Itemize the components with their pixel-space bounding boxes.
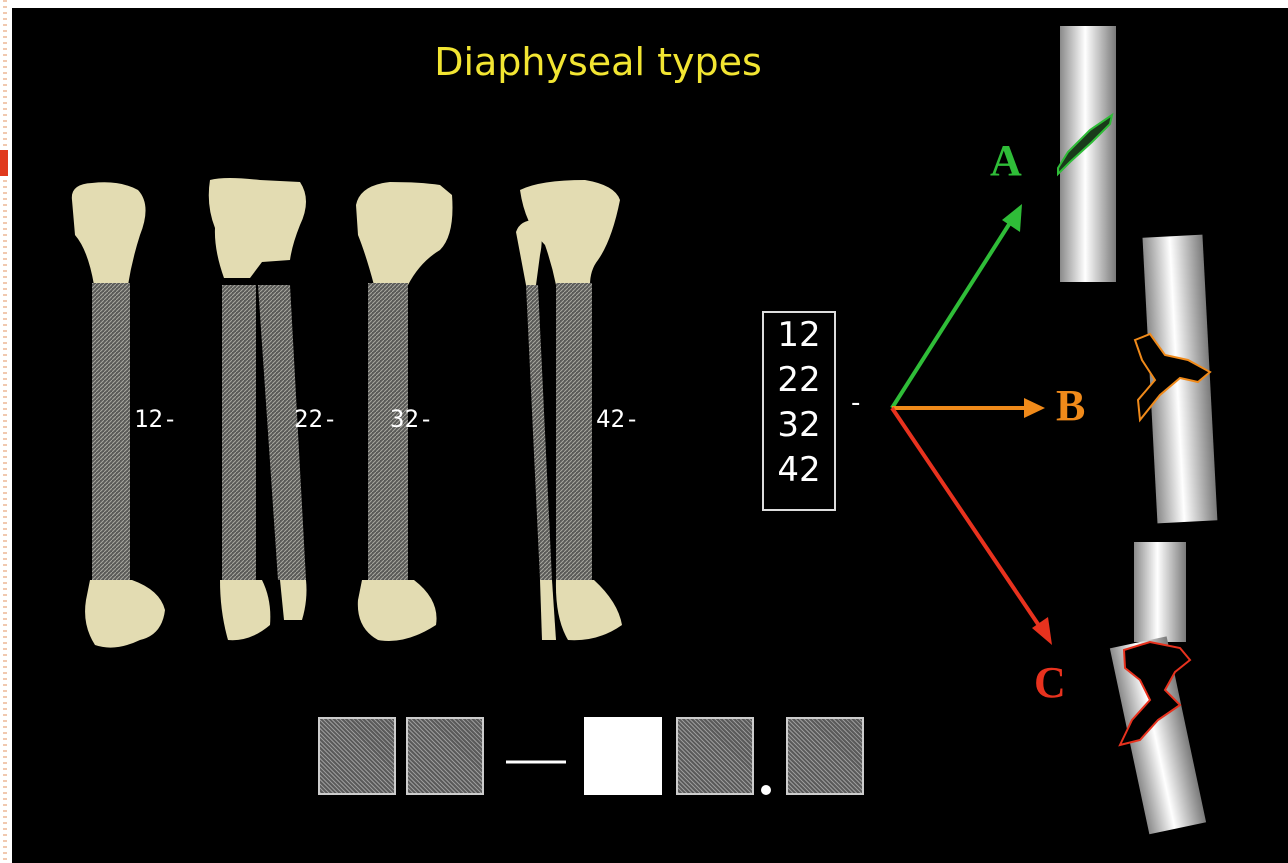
grade-label-a: A xyxy=(990,135,1022,186)
slide-title: Diaphyseal types xyxy=(398,40,798,84)
arrows xyxy=(892,204,1052,645)
grade-label-b: B xyxy=(1056,380,1085,431)
fracture-type-b-diagram xyxy=(1135,235,1217,524)
code-dash: - xyxy=(851,388,860,418)
bone-label-tibia: 42- xyxy=(596,405,639,433)
forearm-bones xyxy=(209,178,307,640)
fracture-type-c-diagram xyxy=(1110,542,1206,834)
grade-label-c: C xyxy=(1034,657,1066,708)
code-square-type xyxy=(584,717,662,795)
code-square-segment xyxy=(406,717,484,795)
code-box-item: 42 xyxy=(764,448,834,493)
bone-label-humerus: 12- xyxy=(134,405,177,433)
code-box-item: 22 xyxy=(764,358,834,403)
code-box-item: 12 xyxy=(764,313,834,358)
bone-label-forearm: 22- xyxy=(294,405,337,433)
bone-code-box: 12 22 32 42 xyxy=(762,311,836,511)
bone-label-femur: 32- xyxy=(390,405,433,433)
code-square-group xyxy=(676,717,754,795)
code-box-item: 32 xyxy=(764,403,834,448)
code-square-bone xyxy=(318,717,396,795)
code-separator-dot xyxy=(761,785,771,795)
code-square-subgroup xyxy=(786,717,864,795)
fracture-type-a-diagram xyxy=(1058,26,1116,282)
